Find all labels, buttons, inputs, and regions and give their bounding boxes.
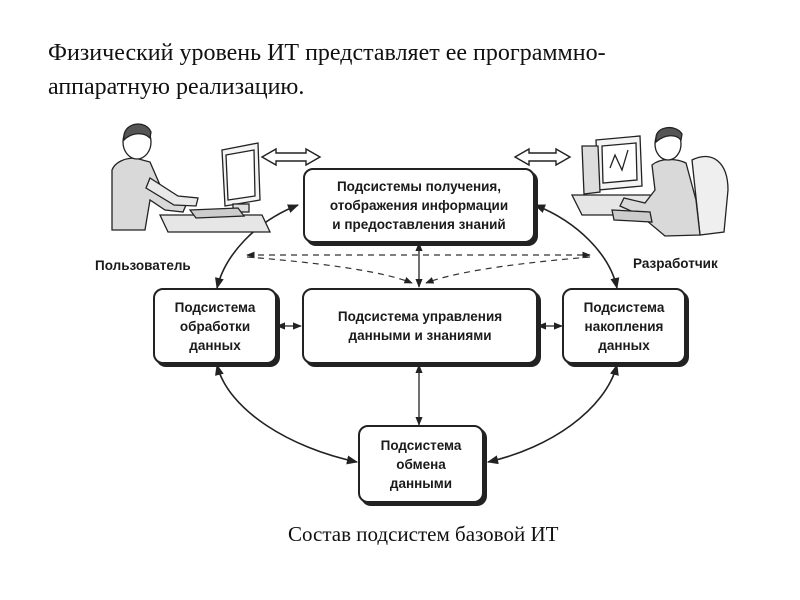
slide-heading: Физический уровень ИТ представляет ее пр…	[48, 36, 768, 104]
developer-label: Разработчик	[633, 256, 718, 271]
developer-illustration	[570, 127, 729, 237]
subsystem-acquisition-line-1: Подсистемы получения,	[336, 179, 502, 194]
user-illustration	[111, 123, 272, 233]
subsystem-accumulation-box: Подсистема накопления данных	[562, 288, 686, 364]
subsystem-processing-box: Подсистема обработки данных	[153, 288, 277, 364]
subsystem-management-line-1: Подсистема управления	[337, 309, 503, 324]
subsystem-exchange-line-1: Подсистема	[380, 437, 462, 453]
curve-bottom-left	[215, 363, 359, 465]
subsystem-processing-line-1: Подсистема	[174, 299, 256, 315]
heading-line-1: Физический уровень ИТ представляет ее пр…	[48, 40, 606, 66]
subsystem-processing-line-2: обработки	[179, 318, 251, 334]
developer-block-arrow	[513, 147, 572, 167]
subsystem-processing-line-3: данных	[189, 337, 241, 353]
subsystem-accumulation-line-3: данных	[598, 337, 650, 353]
subsystem-acquisition-line-3: и предоставления знаний	[332, 217, 506, 232]
user-block-arrow	[260, 147, 322, 167]
user-label: Пользователь	[95, 258, 191, 273]
curve-top-left	[215, 204, 300, 290]
subsystem-exchange-line-3: данными	[389, 475, 453, 491]
dashed-left-curve	[246, 256, 413, 284]
subsystem-acquisition-line-2: отображения информации	[329, 198, 509, 213]
dashed-right-curve	[425, 256, 591, 284]
curve-top-right	[533, 204, 620, 290]
curve-bottom-right	[486, 363, 619, 465]
heading-line-2: аппаратную реализацию.	[48, 74, 305, 100]
subsystem-management-line-2: данными и знаниями	[348, 328, 492, 343]
subsystem-exchange-box: Подсистема обмена данными	[358, 425, 484, 503]
diagram-caption: Состав подсистем базовой ИТ	[288, 522, 559, 546]
subsystem-accumulation-line-1: Подсистема	[583, 299, 665, 315]
subsystem-management-box: Подсистема управления данными и знаниями	[302, 288, 538, 364]
subsystem-exchange-line-2: обмена	[396, 456, 446, 472]
subsystem-accumulation-line-2: накопления	[584, 318, 664, 334]
subsystem-acquisition-box: Подсистемы получения, отображения информ…	[303, 168, 535, 243]
